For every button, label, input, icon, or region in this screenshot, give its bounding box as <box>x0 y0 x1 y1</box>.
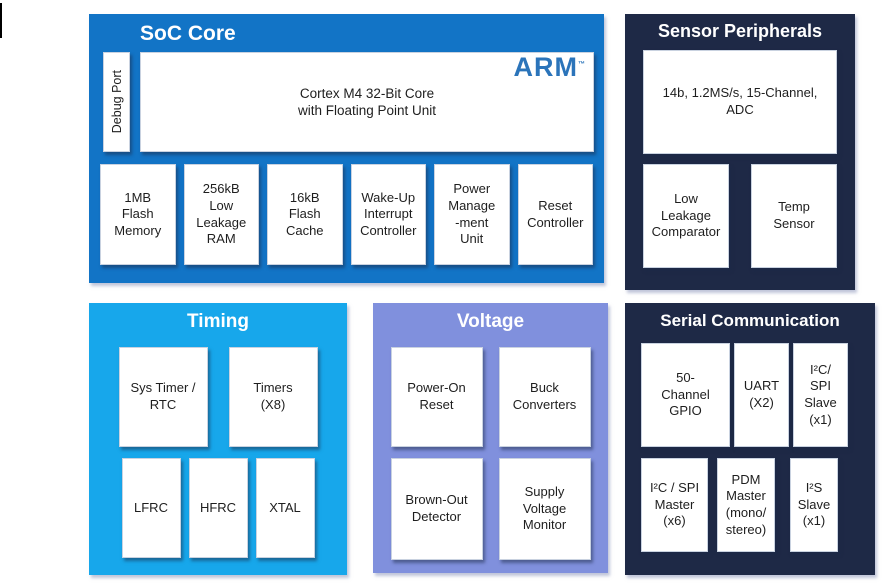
block-low-leakage-ram: 256kB Low Leakage RAM <box>183 164 259 265</box>
block-uart: UART (X2) <box>734 343 789 447</box>
panel-title-voltage: Voltage <box>456 311 525 332</box>
panel-title-timing: Timing <box>187 311 249 332</box>
panel-title-soc-core: SoC Core <box>140 22 236 45</box>
timing-row-2: LFRC HFRC XTAL <box>89 458 347 558</box>
block-timers-x8: Timers (X8) <box>228 347 318 447</box>
arm-logo-text: ARM <box>513 52 578 82</box>
block-supply-voltage-monitor: Supply Voltage Monitor <box>498 458 591 560</box>
panel-voltage: Voltage Power-On Reset Buck Converters B… <box>373 303 608 573</box>
debug-port-label: Debug Port <box>109 70 124 134</box>
block-xtal: XTAL <box>255 458 315 558</box>
block-buck-converters: Buck Converters <box>498 347 591 447</box>
block-low-leakage-comparator: Low Leakage Comparator <box>643 164 729 268</box>
panel-timing: Timing Sys Timer / RTC Timers (X8) LFRC … <box>89 303 347 575</box>
block-lfrc: LFRC <box>121 458 181 558</box>
soc-core-subblock-row: 1MB Flash Memory 256kB Low Leakage RAM 1… <box>100 164 593 265</box>
block-flash-cache: 16kB Flash Cache <box>267 164 343 265</box>
timing-row-1: Sys Timer / RTC Timers (X8) <box>89 347 347 447</box>
panel-serial-communication: Serial Communication 50- Channel GPIO UA… <box>625 303 875 575</box>
voltage-row-2: Brown-Out Detector Supply Voltage Monito… <box>373 458 608 560</box>
voltage-row-1: Power-On Reset Buck Converters <box>373 347 608 447</box>
panel-title-sensor-peripherals: Sensor Peripherals <box>657 21 823 41</box>
block-power-on-reset: Power-On Reset <box>390 347 483 447</box>
block-adc: 14b, 1.2MS/s, 15-Channel, ADC <box>643 50 837 154</box>
block-i2c-spi-master: I²C / SPI Master (x6) <box>641 458 708 552</box>
debug-port-box: Debug Port <box>103 52 130 152</box>
panel-soc-core: SoC Core Debug Port ARM™ Cortex M4 32-Bi… <box>89 14 604 283</box>
block-wakeup-interrupt-controller: Wake-Up Interrupt Controller <box>350 164 426 265</box>
panel-title-serial-communication: Serial Communication <box>660 311 840 330</box>
left-edge-mark <box>0 3 2 38</box>
block-flash-memory: 1MB Flash Memory <box>100 164 176 265</box>
block-gpio: 50- Channel GPIO <box>641 343 730 447</box>
block-sys-timer-rtc: Sys Timer / RTC <box>118 347 208 447</box>
block-pdm-master: PDM Master (mono/ stereo) <box>717 458 775 552</box>
arm-trademark-mark: ™ <box>578 61 585 68</box>
cortex-core-box: ARM™ Cortex M4 32-Bit Core with Floating… <box>140 52 594 152</box>
block-brown-out-detector: Brown-Out Detector <box>390 458 483 560</box>
block-temp-sensor: Temp Sensor <box>751 164 837 268</box>
sensor-subblock-row: Low Leakage Comparator Temp Sensor <box>643 164 837 268</box>
block-power-management-unit: Power Manage -ment Unit <box>434 164 510 265</box>
block-hfrc: HFRC <box>188 458 248 558</box>
arm-logo: ARM™ <box>513 52 586 83</box>
panel-sensor-peripherals: Sensor Peripherals 14b, 1.2MS/s, 15-Chan… <box>625 14 855 290</box>
block-reset-controller: Reset Controller <box>517 164 593 265</box>
cortex-core-label: Cortex M4 32-Bit Core with Floating Poin… <box>297 85 437 118</box>
block-i2s-slave: I²S Slave (x1) <box>790 458 838 552</box>
block-i2c-spi-slave: I²C/ SPI Slave (x1) <box>793 343 848 447</box>
